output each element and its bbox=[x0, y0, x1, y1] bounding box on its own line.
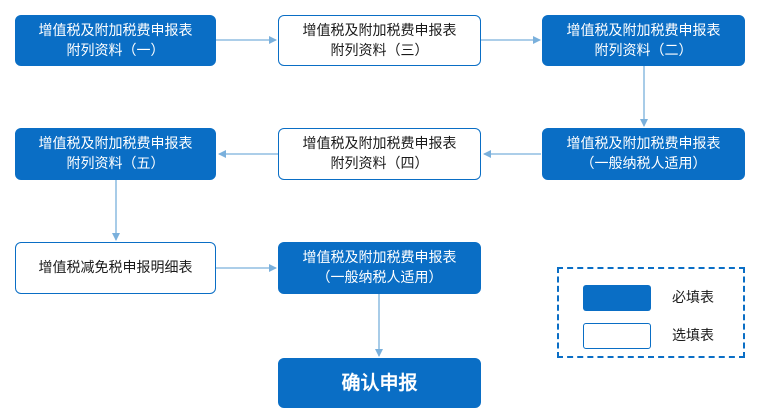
node-main-return-right: 增值税及附加税费申报表 （一般纳税人适用） bbox=[542, 128, 745, 180]
node-main-return-center-line2: （一般纳税人适用） bbox=[316, 270, 443, 286]
legend: 必填表 选填表 bbox=[557, 267, 745, 358]
legend-optional-label: 选填表 bbox=[672, 328, 714, 344]
node-appendix-4: 增值税及附加税费申报表 附列资料（四） bbox=[278, 128, 481, 180]
node-appendix-1: 增值税及附加税费申报表 附列资料（一） bbox=[15, 15, 216, 66]
node-appendix-3-line1: 增值税及附加税费申报表 bbox=[302, 22, 457, 39]
node-appendix-4-line2: 附列资料（四） bbox=[330, 156, 429, 172]
node-appendix-2: 增值税及附加税费申报表 附列资料（二） bbox=[542, 15, 745, 66]
node-appendix-3-line2: 附列资料（三） bbox=[330, 42, 429, 59]
node-appendix-4-line1: 增值税及附加税费申报表 bbox=[302, 136, 457, 152]
node-appendix-1-line1: 增值税及附加税费申报表 bbox=[38, 22, 193, 39]
node-appendix-3: 增值税及附加税费申报表 附列资料（三） bbox=[278, 15, 481, 66]
node-appendix-2-line2: 附列资料（二） bbox=[594, 42, 693, 59]
node-appendix-5: 增值税及附加税费申报表 附列资料（五） bbox=[15, 128, 216, 180]
node-appendix-2-line1: 增值税及附加税费申报表 bbox=[566, 22, 721, 39]
node-relief-detail: 增值税减免税申报明细表 bbox=[15, 242, 216, 294]
node-appendix-5-line2: 附列资料（五） bbox=[66, 156, 165, 172]
node-main-return-center: 增值税及附加税费申报表 （一般纳税人适用） bbox=[278, 242, 481, 294]
legend-optional-swatch bbox=[583, 323, 651, 349]
confirm-declaration-button[interactable]: 确认申报 bbox=[278, 358, 481, 408]
legend-required-label: 必填表 bbox=[672, 290, 714, 306]
confirm-declaration-label: 确认申报 bbox=[341, 372, 418, 394]
node-relief-detail-line1: 增值税减免税申报明细表 bbox=[38, 260, 193, 276]
node-main-return-right-line2: （一般纳税人适用） bbox=[580, 156, 707, 172]
node-appendix-1-line2: 附列资料（一） bbox=[66, 42, 165, 59]
node-main-return-center-line1: 增值税及附加税费申报表 bbox=[302, 250, 457, 266]
legend-required-swatch bbox=[583, 285, 651, 311]
node-appendix-5-line1: 增值税及附加税费申报表 bbox=[38, 136, 193, 152]
node-main-return-right-line1: 增值税及附加税费申报表 bbox=[566, 136, 721, 152]
